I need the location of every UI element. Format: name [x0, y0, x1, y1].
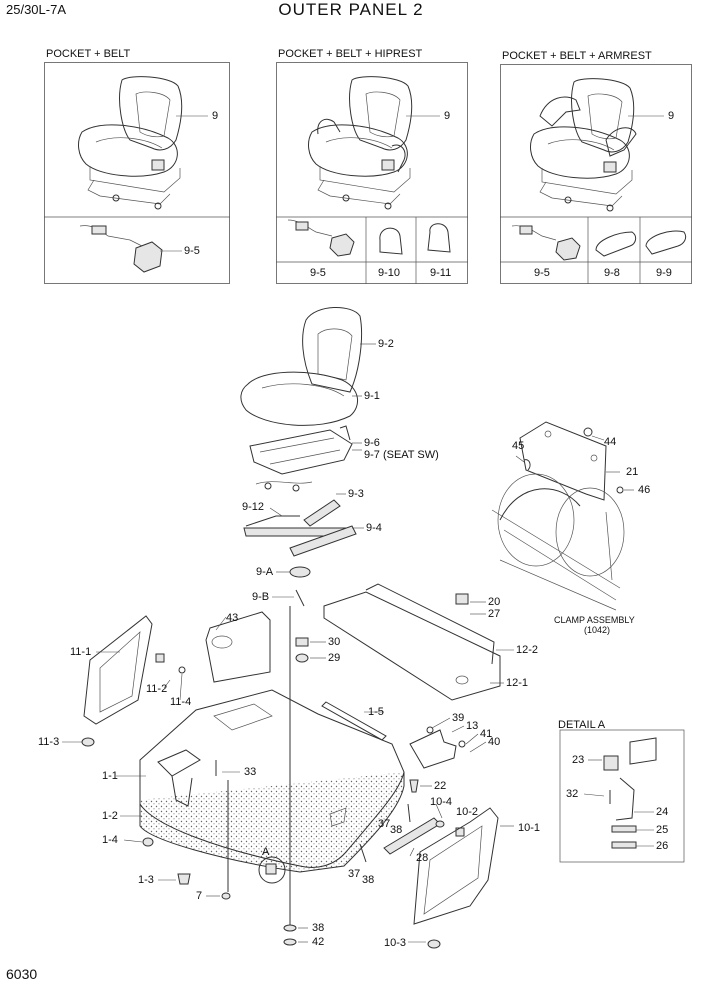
variant-2-part-9-10: 9-10	[378, 267, 401, 279]
callout-25: 25	[656, 824, 669, 836]
callout-1-3: 1-3	[138, 874, 154, 886]
callout-43: 43	[226, 612, 239, 624]
callout-38-c: 38	[312, 922, 325, 934]
model-label: 25/30L-7A	[6, 2, 66, 17]
callout-1-4: 1-4	[102, 834, 118, 846]
clamp-assembly-title: CLAMP ASSEMBLY	[554, 615, 635, 625]
callout-33: 33	[244, 766, 257, 778]
callout-26: 26	[656, 840, 669, 852]
callout-44: 44	[604, 436, 617, 448]
callout-9-2: 9-2	[378, 338, 394, 350]
variant-2-part-9-5: 9-5	[310, 267, 326, 279]
callout-9-1: 9-1	[364, 390, 380, 402]
variant-2-title: POCKET + BELT + HIPREST	[278, 48, 423, 60]
callout-22: 22	[434, 780, 447, 792]
variant-2-part-9-11: 9-11	[430, 267, 452, 279]
callout-27: 27	[488, 608, 501, 620]
callout-9-a: 9-A	[256, 566, 274, 578]
callout-1-1: 1-1	[102, 770, 118, 782]
callout-28: 28	[416, 852, 429, 864]
callout-1-2: 1-2	[102, 810, 118, 822]
callout-42: 42	[312, 936, 325, 948]
callout-29: 29	[328, 652, 341, 664]
detail-a-title: DETAIL A	[558, 719, 606, 731]
callout-45: 45	[512, 440, 525, 452]
callout-1-5: 1-5	[368, 706, 384, 718]
page-title: OUTER PANEL 2	[278, 0, 424, 19]
callout-41: 41	[480, 728, 493, 740]
callout-9-3: 9-3	[348, 488, 364, 500]
page-number: 6030	[6, 966, 38, 982]
variant-1-part-9-5: 9-5	[184, 245, 200, 257]
variant-1-title: POCKET + BELT	[46, 48, 131, 60]
variant-3-part-9-5: 9-5	[534, 267, 550, 279]
callout-9-4: 9-4	[366, 522, 382, 534]
clamp-assembly-code: (1042)	[584, 625, 611, 635]
callout-30: 30	[328, 636, 341, 648]
variant-2-panel	[276, 62, 468, 284]
variant-3-part-9-8: 9-8	[604, 267, 620, 279]
callout-10-4: 10-4	[430, 796, 453, 808]
callout-9-12: 9-12	[242, 501, 265, 513]
variant-3-seat-callout: 9	[668, 110, 675, 122]
callout-11-3: 11-3	[38, 736, 60, 748]
callout-11-2: 11-2	[146, 683, 168, 695]
callout-38-b: 38	[362, 874, 375, 886]
callout-detail-a-marker: A	[262, 846, 270, 858]
callout-7: 7	[196, 890, 203, 902]
callout-40: 40	[488, 736, 501, 748]
callout-11-1: 11-1	[70, 646, 92, 658]
variant-3-title: POCKET + BELT + ARMREST	[502, 50, 652, 62]
callout-37-b: 37	[348, 868, 361, 880]
variant-1-panel	[44, 62, 230, 284]
callout-9-7-seat-sw: 9-7 (SEAT SW)	[364, 449, 439, 461]
callout-10-1: 10-1	[518, 822, 541, 834]
callout-21: 21	[626, 466, 639, 478]
callout-10-3: 10-3	[384, 937, 407, 949]
callout-9-b: 9-B	[252, 591, 270, 603]
callout-20: 20	[488, 596, 501, 608]
callout-32: 32	[566, 788, 579, 800]
callout-11-4: 11-4	[170, 696, 192, 708]
callout-39: 39	[452, 712, 465, 724]
callout-9-6: 9-6	[364, 437, 380, 449]
callout-12-1: 12-1	[506, 677, 529, 689]
callout-13: 13	[466, 720, 479, 732]
variant-1-seat-callout: 9	[212, 110, 219, 122]
variant-2-seat-callout: 9	[444, 110, 451, 122]
callout-12-2: 12-2	[516, 644, 539, 656]
callout-38-a: 38	[390, 824, 403, 836]
callout-46: 46	[638, 484, 651, 496]
callout-24: 24	[656, 806, 669, 818]
variant-3-part-9-9: 9-9	[656, 267, 672, 279]
callout-37-a: 37	[378, 818, 391, 830]
callout-23: 23	[572, 754, 585, 766]
callout-10-2: 10-2	[456, 806, 479, 818]
variant-3-panel	[500, 64, 692, 284]
